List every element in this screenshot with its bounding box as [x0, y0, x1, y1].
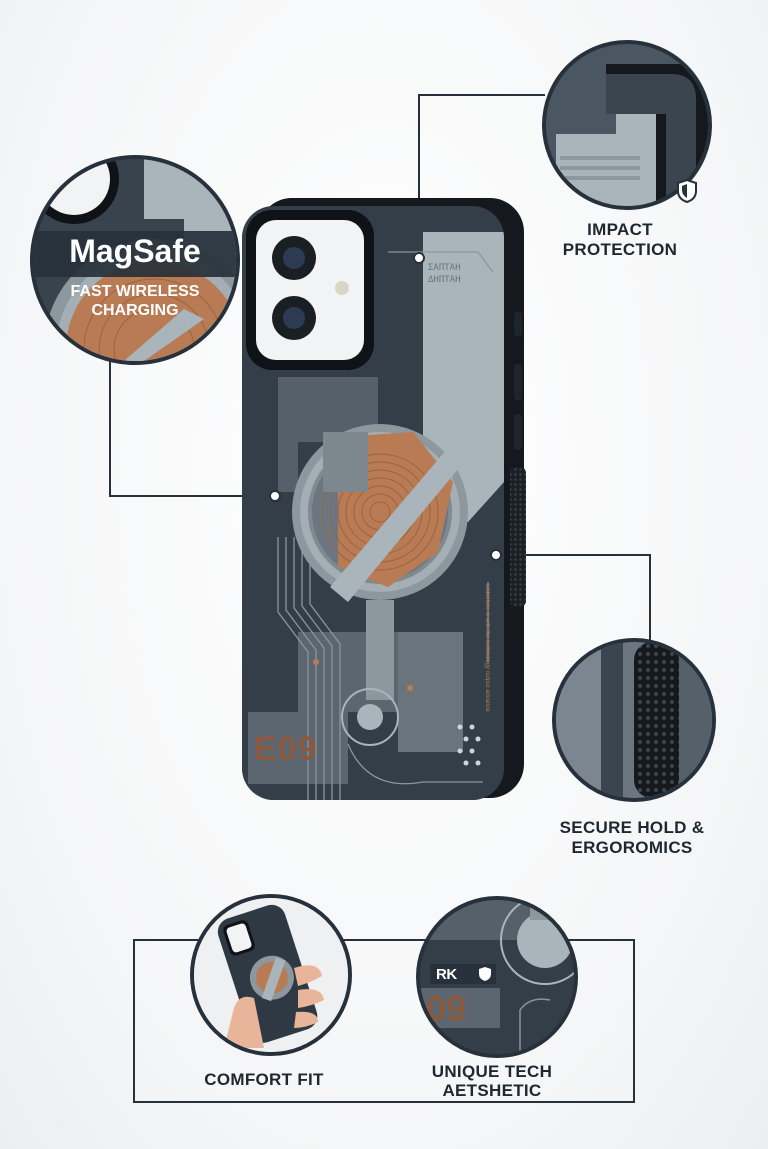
case-top-glyphs: ΣΑΠΤΑΗ ΔΗΠΤΑΗ: [428, 263, 461, 285]
magsafe-line1: FAST WIRELESS: [70, 283, 200, 300]
bottom-frame: [133, 939, 635, 1103]
marker-impact: [413, 252, 425, 264]
impact-label-line1: IMPACT: [587, 220, 653, 239]
crop-model-text: 09: [426, 988, 467, 1029]
grip-label-line1: SECURE HOLD &: [559, 818, 705, 837]
brand-logo-text: RK: [436, 966, 457, 983]
case-caption-text: Cablefree is with the technology output …: [484, 584, 490, 712]
aesthetic-label-line1: UNIQUE TECH: [431, 1062, 553, 1081]
comfort-fit-circle: [190, 894, 352, 1056]
line-grip: [496, 554, 651, 640]
phone-case: [238, 192, 530, 804]
impact-detail-circle: [542, 40, 712, 210]
magsafe-title: MagSafe: [69, 233, 201, 269]
marker-magsafe: [269, 490, 281, 502]
brand-shield-icon: [479, 967, 491, 981]
grip-label-line2: ERGOROMICS: [571, 838, 693, 857]
aesthetic-detail-circle: 09 RK: [416, 896, 578, 1058]
line-magsafe: [109, 360, 275, 497]
shield-icon: [677, 178, 697, 204]
impact-label-line2: PROTECTION: [562, 240, 678, 259]
case-model-text: E09: [254, 730, 318, 768]
grip-detail-circle: [552, 638, 716, 802]
marker-grip: [490, 549, 502, 561]
comfort-fit-label: COMFORT FIT: [204, 1070, 324, 1089]
magsafe-detail-circle: MagSafe FAST WIRELESS CHARGING: [30, 155, 240, 365]
magsafe-line2: CHARGING: [91, 302, 179, 319]
aesthetic-label-line2: AETSHETIC: [442, 1081, 542, 1100]
